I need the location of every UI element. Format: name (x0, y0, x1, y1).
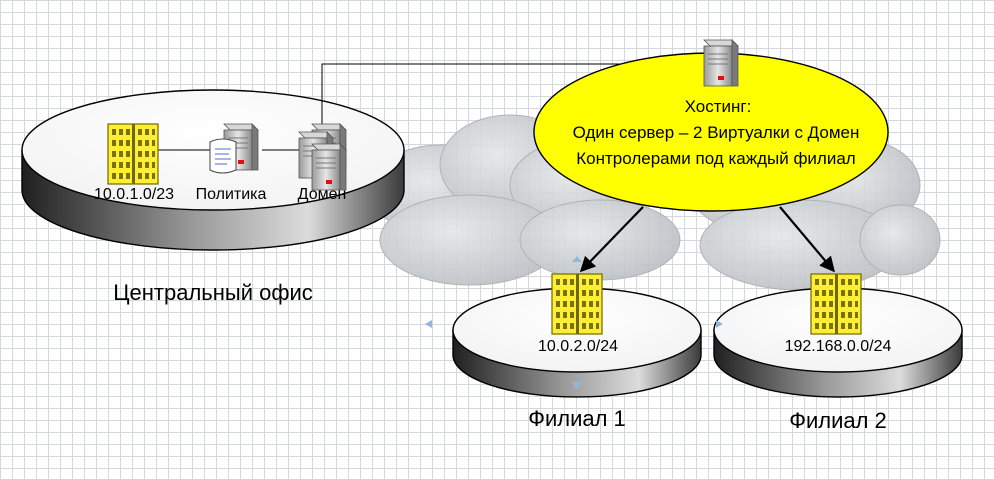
hosting-line3: Контролерами под каждый филиал (576, 149, 855, 168)
policy-label: Политика (196, 186, 267, 203)
connector-hosting-domain (321, 63, 698, 130)
central-building-icon (107, 123, 159, 185)
arrow-to-branch1 (579, 206, 644, 273)
cloud-background (369, 114, 941, 291)
hosting-line2: Один сервер – 2 Виртуалки с Домен (573, 123, 860, 142)
policy-server-icon[interactable] (209, 123, 259, 174)
branch1-title: Филиал 1 (528, 406, 626, 431)
central-office-title: Центральный офис (113, 280, 313, 305)
hosting-server-icon[interactable] (703, 39, 739, 87)
selection-handles (425, 256, 723, 390)
central-subnet-label: 10.0.1.0/23 (94, 186, 174, 203)
branch1-subnet-label: 10.0.2.0/24 (538, 338, 618, 355)
domain-label: Домен (298, 186, 347, 203)
branch2-building-icon (810, 273, 862, 335)
arrow-to-branch2 (779, 206, 835, 273)
branch2-subnet-label: 192.168.0.0/24 (785, 338, 892, 355)
branch1-building-icon (551, 273, 603, 335)
hosting-line1: Хостинг: (685, 97, 752, 116)
branch2-title: Филиал 2 (789, 408, 887, 433)
